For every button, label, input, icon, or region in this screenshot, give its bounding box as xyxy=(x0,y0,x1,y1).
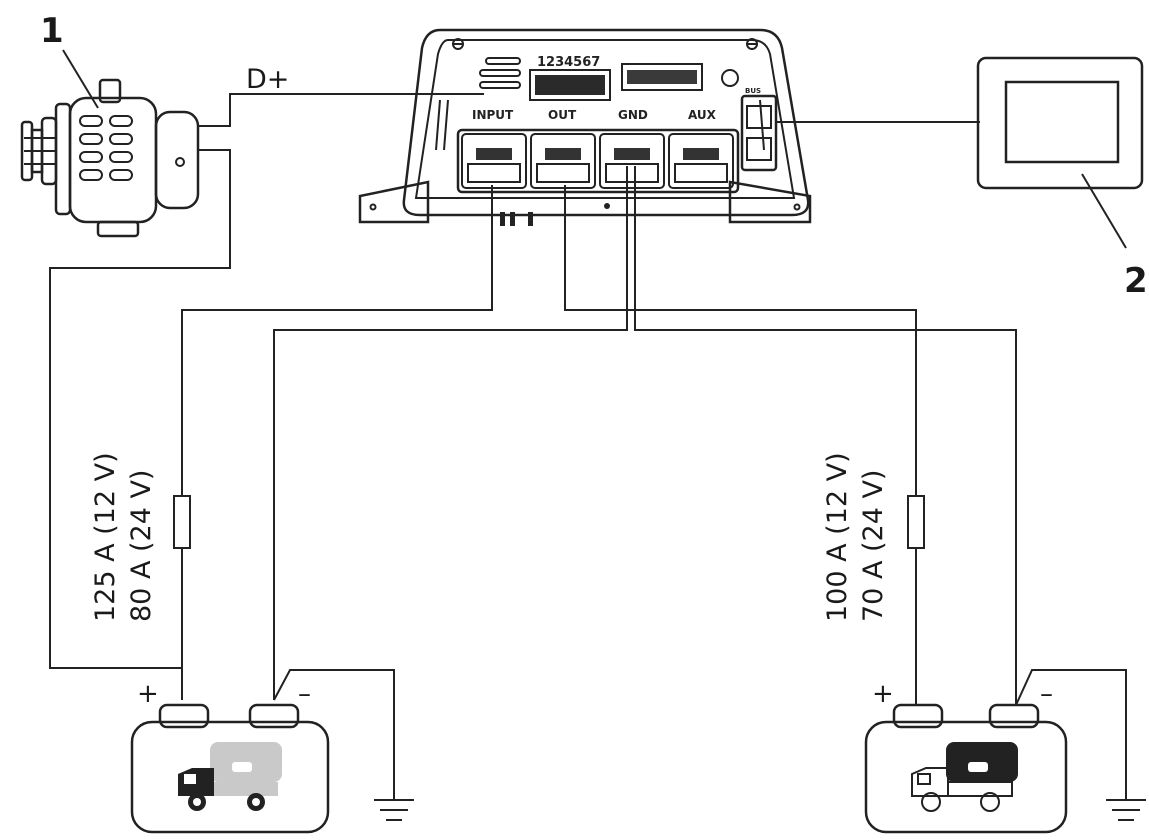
alternator-output-wire xyxy=(49,149,231,669)
remote-display-icon xyxy=(976,56,1144,190)
ground-icon xyxy=(374,799,414,821)
fuse-left-rating-24v: 80 A (24 V) xyxy=(126,470,157,622)
leisure-battery-minus-label: – xyxy=(1040,679,1053,709)
leisure-ground-wire xyxy=(1015,669,1127,800)
leisure-battery-icon xyxy=(864,703,1068,834)
fuse-right-rating-24v: 70 A (24 V) xyxy=(858,470,889,622)
out-wire xyxy=(564,185,917,705)
callout-1: 1 xyxy=(40,11,64,51)
d-plus-label: D+ xyxy=(246,64,289,95)
fuse-right-rating-12v: 100 A (12 V) xyxy=(822,452,853,622)
callout-2: 2 xyxy=(1124,261,1148,301)
alternator-icon xyxy=(20,78,200,238)
port-label-aux: AUX xyxy=(688,108,717,122)
leisure-battery-plus-label: + xyxy=(872,679,894,709)
port-label-out: OUT xyxy=(548,108,577,122)
gnd-wire-starter xyxy=(273,166,628,700)
starter-battery-minus-label: – xyxy=(298,679,311,709)
starter-battery-plus-label: + xyxy=(137,679,159,709)
bus-port-label: BUS xyxy=(745,87,761,95)
fuse-left-rating-12v: 125 A (12 V) xyxy=(90,452,121,622)
port-label-input: INPUT xyxy=(472,108,514,122)
dip-switch-numbers: 1234567 xyxy=(537,55,600,70)
fuse-icon xyxy=(173,495,191,549)
ground-icon xyxy=(1106,799,1146,821)
starter-ground-wire xyxy=(273,669,395,800)
fuse-icon xyxy=(907,495,925,549)
d-plus-wire xyxy=(198,93,484,127)
callout-2-leader xyxy=(1081,173,1127,249)
wires xyxy=(49,49,1127,800)
gnd-wire-leisure xyxy=(634,166,1017,705)
dc-dc-charger-icon xyxy=(358,28,812,226)
input-wire xyxy=(181,185,493,700)
port-label-gnd: GND xyxy=(618,108,648,122)
starter-battery-icon xyxy=(130,703,330,834)
